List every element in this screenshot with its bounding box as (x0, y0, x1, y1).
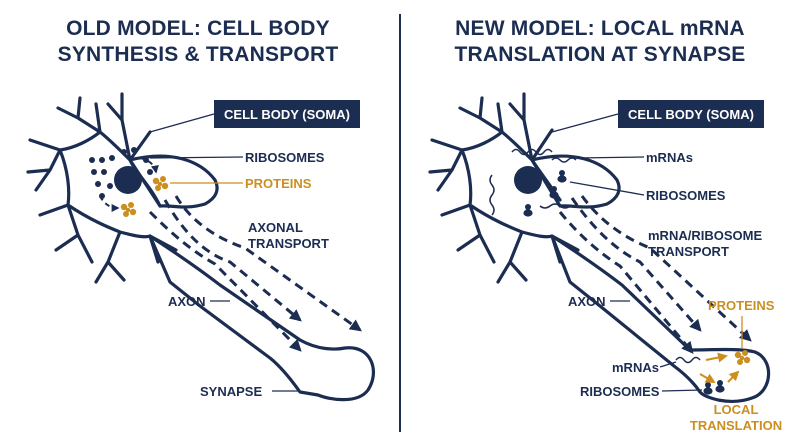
new-mrnas-bottom-label: mRNAs (612, 360, 659, 375)
new-model-title-line1: NEW MODEL: LOCAL mRNA (455, 17, 745, 40)
new-cell-body-label-box (618, 100, 764, 128)
old-model-title-line1: OLD MODEL: CELL BODY (66, 17, 330, 40)
old-model-title-line2: SYNTHESIS & TRANSPORT (58, 43, 339, 66)
old-arrow-to-protein (99, 195, 120, 212)
new-transport-label-line2: TRANSPORT (648, 244, 729, 259)
new-mrna-wave (511, 148, 553, 156)
new-mrna-wave (489, 174, 495, 216)
new-local-label-line1: LOCAL (714, 402, 759, 417)
new-synapse-protein-icon (734, 350, 751, 365)
old-proteins-label: PROTEINS (245, 176, 312, 191)
new-local-translation-arrow (727, 370, 740, 383)
leader-line (149, 156, 244, 159)
new-ribosomes-bottom-label: RIBOSOMES (580, 384, 660, 399)
new-transport-arrow (580, 195, 752, 342)
new-synapse-mrna-wave (675, 356, 701, 364)
leader-line (149, 113, 215, 133)
old-transport-arrow (174, 195, 362, 332)
old-axonal-label-line1: AXONAL (248, 220, 303, 235)
new-soma-body (530, 154, 621, 209)
old-soma-body (128, 154, 219, 209)
old-cell-body-label-box (214, 100, 360, 128)
new-synapse-ribosome-icon (703, 382, 713, 395)
old-ribosomes-label: RIBOSOMES (245, 150, 325, 165)
old-axonal-label-line2: TRANSPORT (248, 236, 329, 251)
old-synapse-label: SYNAPSE (200, 384, 262, 399)
new-synapse-ribosome-icon (715, 380, 725, 393)
old-protein-icon (152, 176, 169, 191)
new-local-label-line2: TRANSLATION (690, 418, 782, 433)
new-model-panel: NEW MODEL: LOCAL mRNA TRANSLATION AT SYN… (428, 17, 782, 433)
new-transport-label-line1: mRNA/RIBOSOME (648, 228, 762, 243)
old-ribosome-dots (89, 147, 153, 199)
leader-line (569, 181, 645, 196)
new-local-translation-arrow (705, 352, 728, 363)
new-ribosome-icon (523, 204, 533, 217)
leader-line (575, 156, 645, 159)
new-mrna-wave (539, 203, 571, 209)
new-proteins-label: PROTEINS (708, 298, 775, 313)
new-ribosome-icon (557, 170, 567, 183)
old-arrow-to-protein (139, 157, 159, 174)
new-transport-arrow (570, 197, 702, 332)
new-mrnas-top-label: mRNAs (646, 150, 693, 165)
new-transport-arrow (558, 211, 694, 354)
old-model-panel: OLD MODEL: CELL BODY SYNTHESIS & TRANSPO… (26, 17, 375, 402)
new-axon-label: AXON (568, 294, 606, 309)
old-transport-arrow (163, 199, 302, 322)
new-ribosomes-top-label: RIBOSOMES (646, 188, 726, 203)
new-local-translation-arrow (699, 373, 716, 383)
old-transport-arrow (148, 210, 302, 352)
new-mrna-wave (551, 157, 577, 163)
new-nucleus (514, 166, 542, 194)
leader-line (659, 361, 677, 368)
old-axon-label: AXON (168, 294, 206, 309)
old-nucleus (114, 166, 142, 194)
old-protein-icon (120, 202, 137, 217)
old-cell-body-label: CELL BODY (SOMA) (224, 107, 350, 122)
new-model-title-line2: TRANSLATION AT SYNAPSE (454, 43, 745, 66)
leader-line (661, 389, 703, 392)
new-cell-body-label: CELL BODY (SOMA) (628, 107, 754, 122)
leader-line (551, 113, 619, 133)
